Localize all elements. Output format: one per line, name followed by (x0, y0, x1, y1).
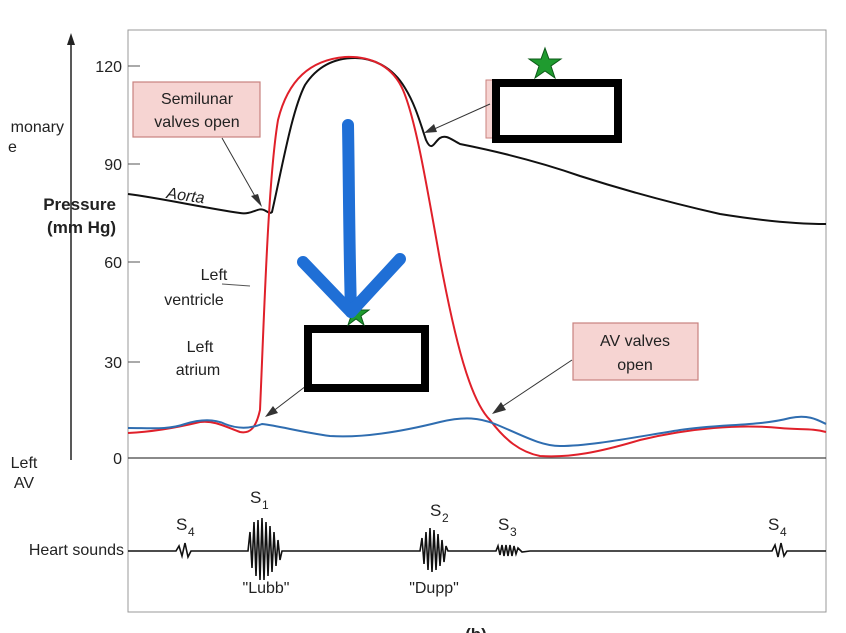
left-ventricle-label-line1: Left (201, 267, 228, 284)
s1-main: S (250, 488, 261, 507)
av-callout-line2: open (617, 357, 653, 374)
left-av-label-line2: AV (14, 475, 34, 492)
panel-frame (127, 29, 827, 613)
left-ventricle-curve (127, 55, 827, 458)
y-tick-label-120: 120 (95, 59, 122, 76)
lubb-label: "Lubb" (243, 580, 290, 597)
heart-sounds-label: Heart sounds (29, 542, 124, 559)
semilunar-valves-callout (132, 81, 261, 138)
left-atrium-label-line1: Left (187, 339, 214, 356)
pressure-label-line2: (mm Hg) (47, 218, 116, 237)
s3-main: S (498, 515, 509, 534)
s4-second-main: S (768, 515, 779, 534)
av-pointer-head (492, 402, 506, 414)
s1-sub: 1 (262, 498, 269, 512)
av-pointer-line (499, 359, 573, 409)
star-icon (527, 46, 563, 80)
s4-first-sub: 4 (188, 525, 195, 539)
blank-answer-box-upper[interactable] (492, 79, 622, 143)
upper-pointer-head (424, 124, 437, 133)
aorta-curve (127, 56, 827, 225)
lower-pointer-head (265, 406, 278, 417)
s3-sub: 3 (510, 525, 517, 539)
aorta-label: Aorta (164, 185, 205, 207)
left-ventricle-label-line2: ventricle (164, 292, 224, 309)
semilunar-callout-line2: valves open (154, 114, 239, 131)
y-tick-label-90: 90 (104, 157, 122, 174)
blue-arrow-icon (342, 119, 357, 318)
heart-sounds-trace (128, 517, 826, 581)
dupp-label: "Dupp" (409, 580, 459, 597)
av-valves-callout (572, 322, 699, 381)
pulmonary-label-fragment-2: e (8, 139, 17, 156)
semilunar-pointer-head (251, 194, 262, 207)
left-atrium-curve (127, 415, 827, 448)
lower-pointer-line (271, 385, 307, 413)
y-ticks (128, 65, 140, 363)
semilunar-callout-line1: Semilunar (161, 91, 234, 108)
pressure-label-line1: Pressure (43, 195, 116, 214)
y-tick-label-0: 0 (113, 451, 122, 468)
pulmonary-label-fragment-1: monary (11, 119, 64, 136)
y-tick-label-30: 30 (104, 355, 122, 372)
av-callout-line1: AV valves (600, 333, 670, 350)
left-av-label-line1: Left (11, 455, 38, 472)
semilunar-pointer-line (221, 137, 257, 199)
y-axis-arrowhead (67, 33, 75, 45)
y-tick-label-60: 60 (104, 255, 122, 272)
s2-sub: 2 (442, 511, 449, 525)
left-atrium-label-line2: atrium (176, 362, 220, 379)
s4-first-main: S (176, 515, 187, 534)
figure-caption: (b) (465, 625, 487, 633)
blank-answer-box-lower[interactable] (304, 325, 429, 392)
blue-arrow-head-icon (297, 253, 406, 318)
left-ventricle-leader (221, 283, 251, 287)
upper-pointer-line (431, 103, 491, 131)
s4-second-sub: 4 (780, 525, 787, 539)
s2-main: S (430, 501, 441, 520)
